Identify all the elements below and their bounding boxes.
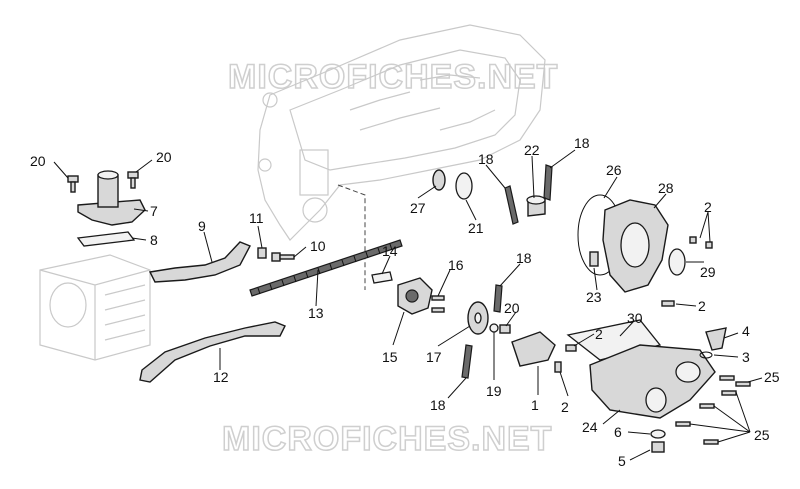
o-ring-3 <box>699 351 713 359</box>
ring-29 <box>668 248 686 276</box>
bush-22 <box>526 195 546 217</box>
callout-23: 23 <box>586 289 602 305</box>
screw-20-left <box>67 175 79 193</box>
callout-2-mid: 2 <box>698 298 706 314</box>
pump-cover-28 <box>602 199 669 293</box>
bolt-10 <box>271 252 295 262</box>
callout-15: 15 <box>382 349 398 365</box>
washer-6 <box>650 429 666 439</box>
callout-8: 8 <box>150 232 158 248</box>
chain-18-a <box>504 185 519 225</box>
pump-pin-14 <box>371 271 393 284</box>
callout-13: 13 <box>308 305 324 321</box>
callout-19: 19 <box>486 383 502 399</box>
callout-20-topright: 20 <box>156 149 172 165</box>
drain-plug-5 <box>651 441 665 453</box>
callout-3: 3 <box>742 349 750 365</box>
washer-19 <box>489 323 499 333</box>
screw-2-mid <box>661 300 675 307</box>
callout-21: 21 <box>468 220 484 236</box>
callout-18-top-right: 18 <box>574 135 590 151</box>
callout-6: 6 <box>614 424 622 440</box>
callout-7: 7 <box>150 203 158 219</box>
callout-18-mid: 18 <box>516 250 532 266</box>
callout-18-bottom: 18 <box>430 397 446 413</box>
crankcase-ghost <box>257 24 546 241</box>
screw-20-right <box>127 171 139 189</box>
callout-2-pump: 2 <box>595 326 603 342</box>
callout-1: 1 <box>531 397 539 413</box>
chain-18-d <box>461 344 473 379</box>
callout-11: 11 <box>249 210 264 226</box>
callout-12: 12 <box>213 369 229 385</box>
callouts: 20 20 7 8 9 11 10 12 13 14 16 15 17 19 1… <box>30 135 780 469</box>
callout-2-lower: 2 <box>561 399 569 415</box>
callout-29: 29 <box>700 264 716 280</box>
callout-2-topright: 2 <box>704 199 712 215</box>
screws-25 <box>675 375 751 445</box>
callout-4: 4 <box>742 323 750 339</box>
screen-23 <box>589 251 599 267</box>
callout-5: 5 <box>618 453 626 469</box>
sprocket-27 <box>432 169 446 191</box>
assembly-guide-line <box>337 184 366 290</box>
oil-pump-15 <box>397 277 433 315</box>
callout-20-pump: 20 <box>504 300 520 316</box>
chain-guide-12 <box>139 321 286 383</box>
housing-24 <box>589 344 716 419</box>
callout-16: 16 <box>448 257 464 273</box>
leader-lines <box>53 149 763 461</box>
screw-2-pump <box>554 361 562 373</box>
callout-17: 17 <box>426 349 442 365</box>
filler-cap-4 <box>705 327 727 351</box>
chain-18-b <box>543 164 553 201</box>
watermark-bottom: MICROFICHES.NET <box>222 420 552 458</box>
callout-20-topleft: 20 <box>30 153 46 169</box>
chain-tensioner-7 <box>77 170 146 226</box>
callout-27: 27 <box>410 200 426 216</box>
pump-body-1 <box>511 331 556 367</box>
screw-2-cover <box>689 236 713 249</box>
callout-22: 22 <box>524 142 540 158</box>
callout-9: 9 <box>198 218 206 234</box>
callout-30: 30 <box>627 310 643 326</box>
callout-25-lower: 25 <box>754 427 770 443</box>
callout-14: 14 <box>382 243 398 259</box>
gasket-8 <box>76 231 136 247</box>
callout-26: 26 <box>606 162 622 178</box>
cylinder-ghost <box>39 254 151 361</box>
timing-chain-13 <box>249 239 403 297</box>
sprocket-17 <box>467 301 489 335</box>
callout-18-top-left: 18 <box>478 151 494 167</box>
callout-10: 10 <box>310 238 326 254</box>
callout-28: 28 <box>658 180 674 196</box>
bolt-20-pump <box>499 324 511 334</box>
washer-21 <box>455 172 473 200</box>
callout-25-upper: 25 <box>764 369 780 385</box>
screw-2-lower <box>565 344 577 352</box>
chain-18-c <box>493 284 503 313</box>
screw-16 <box>431 295 445 313</box>
spacer-11 <box>257 247 267 259</box>
callout-24: 24 <box>582 419 598 435</box>
chain-slider-9 <box>148 241 251 283</box>
